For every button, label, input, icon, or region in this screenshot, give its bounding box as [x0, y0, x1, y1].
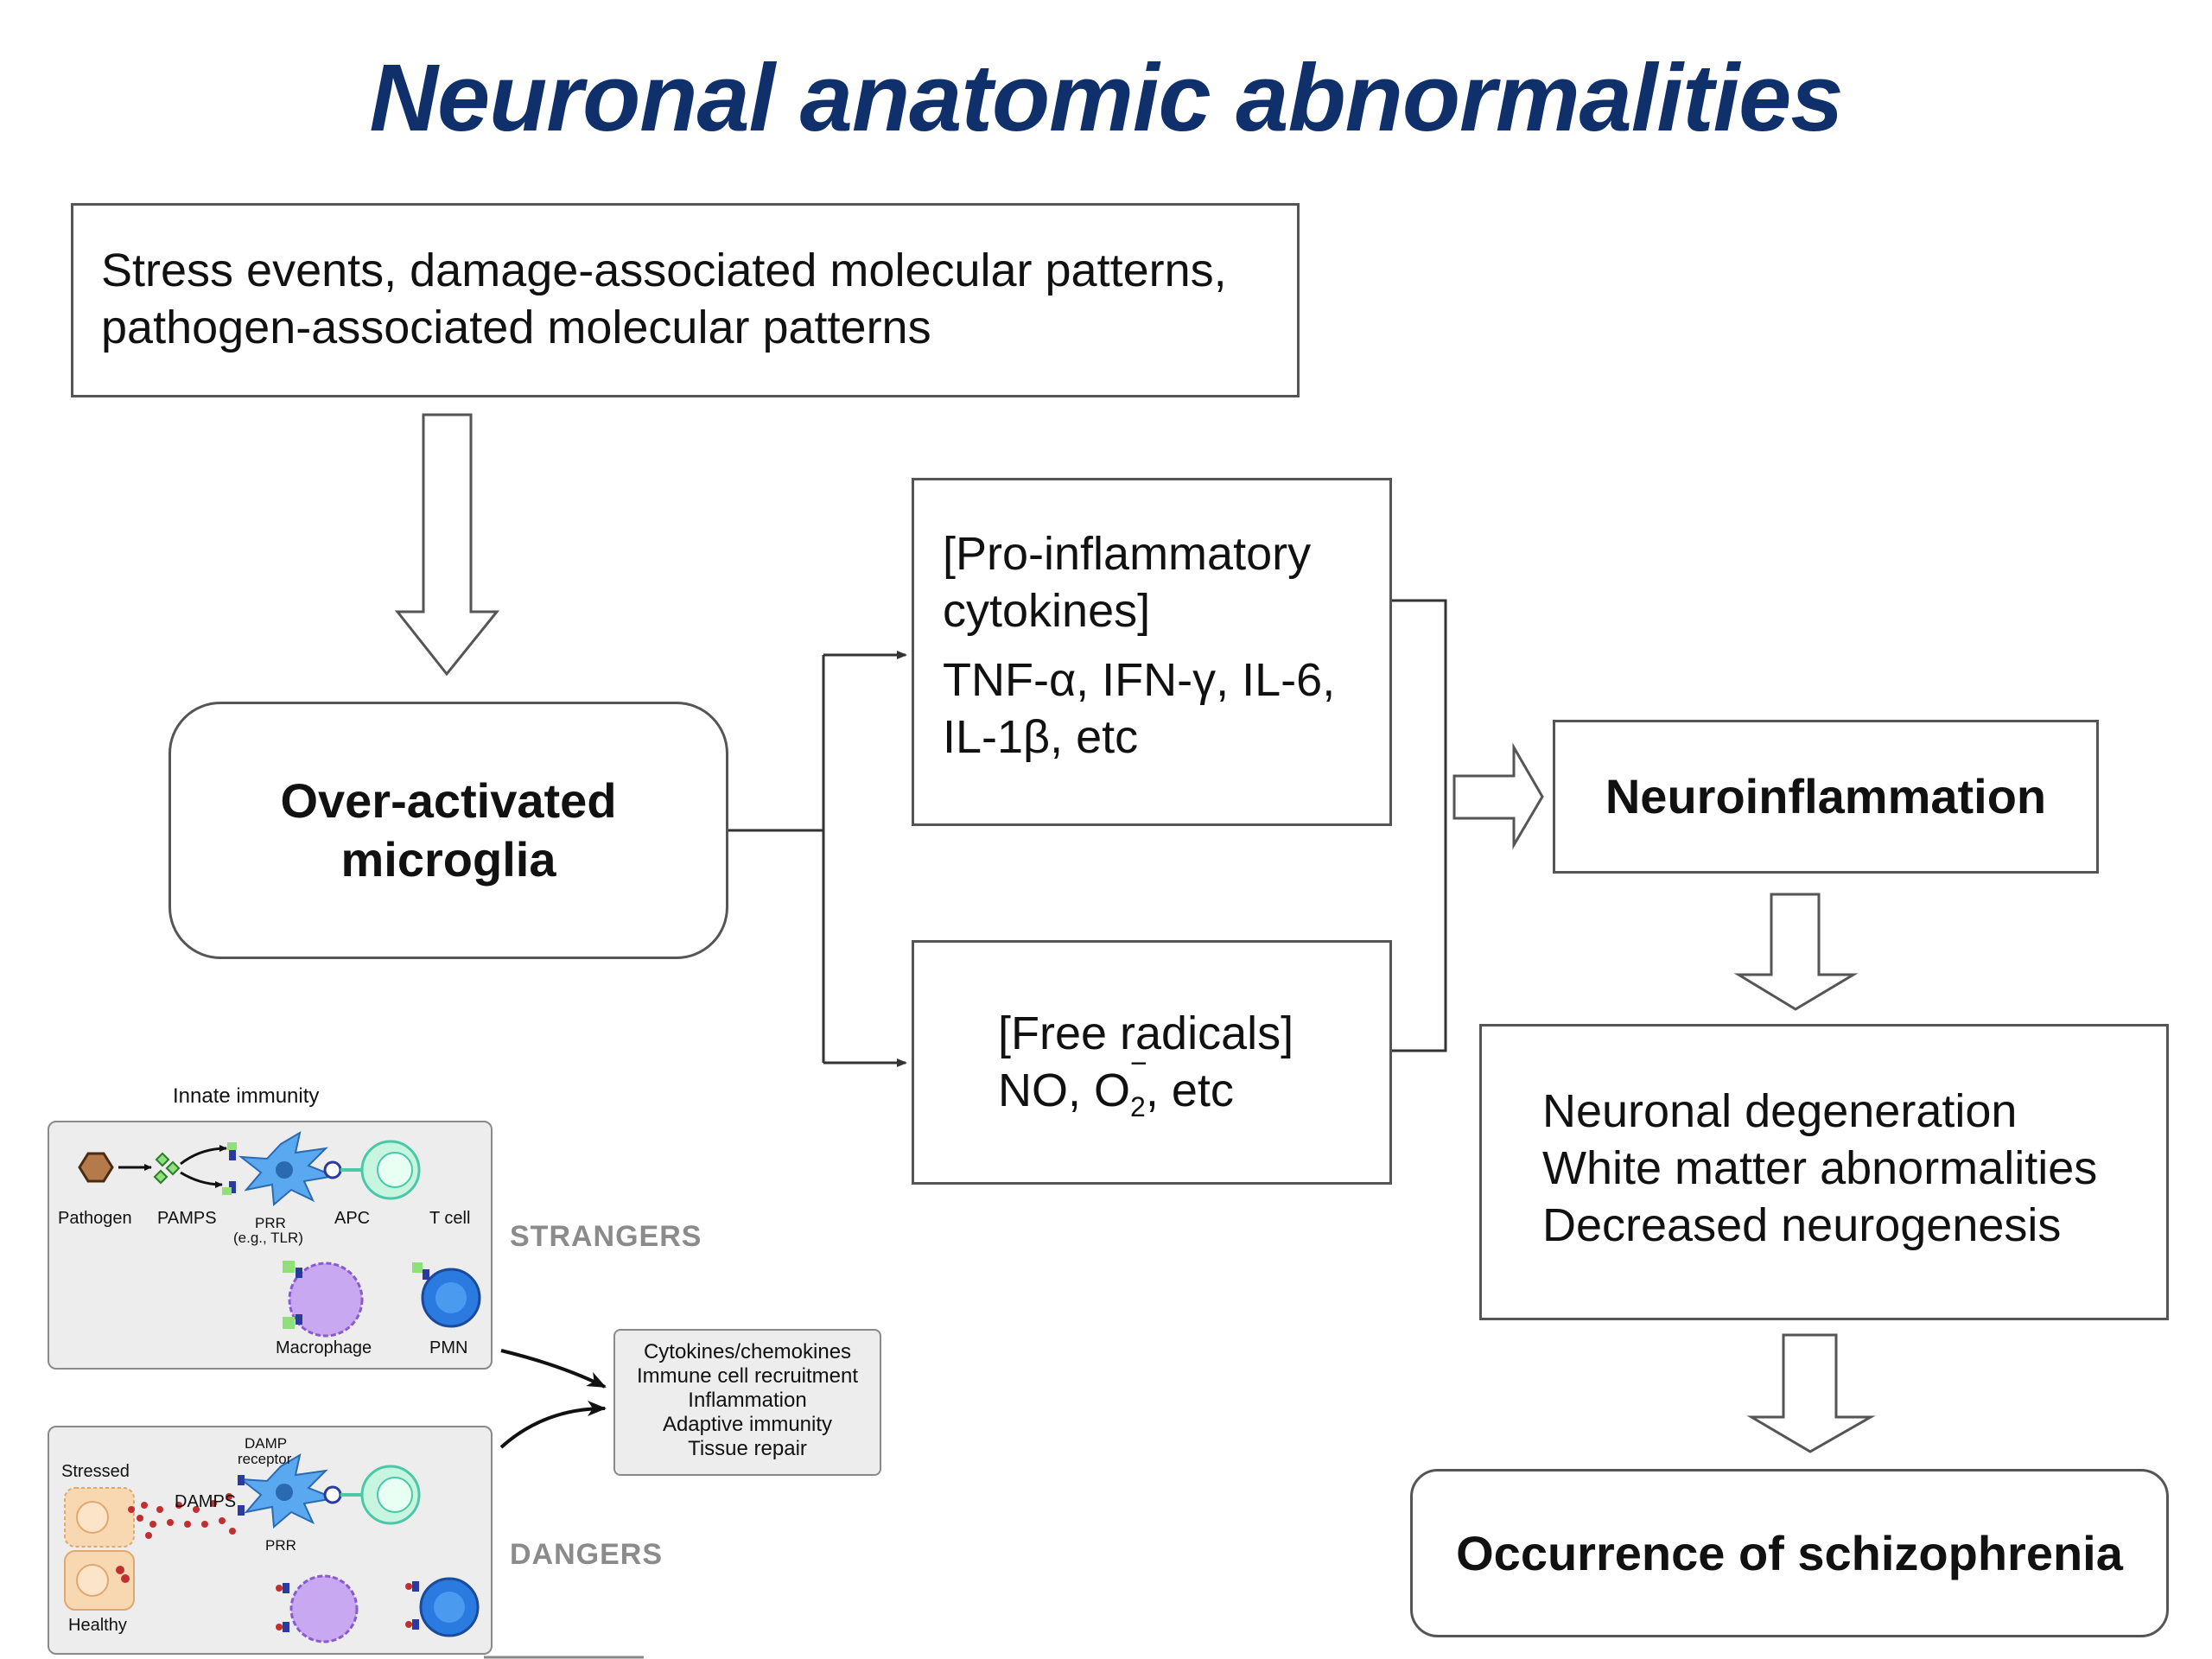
apc-icon: [238, 1130, 338, 1207]
radicals-subscript: 2: [1130, 1090, 1146, 1122]
strangers-panel: Pathogen PAMPS PRR (e.g., TLR) APC T cel…: [48, 1121, 493, 1370]
stressed-cell-icon: [64, 1487, 135, 1548]
radicals-line-2: NO, O− 2, etc: [998, 1047, 1389, 1135]
pamps-icon: [153, 1152, 181, 1185]
merge-connector: [1392, 599, 1447, 1052]
prr-label: PRR: [265, 1537, 296, 1554]
prr-icon: [229, 1148, 236, 1193]
arrow-stress-to-microglia: [394, 413, 500, 677]
macrophage-icon: [283, 1261, 364, 1338]
arrow-to-neuroinflammation: [1452, 742, 1544, 850]
dangers-label: DANGERS: [510, 1538, 664, 1571]
healthy-label: Healthy: [68, 1616, 127, 1635]
immune-outcomes-box: Cytokines/chemokines Immune cell recruit…: [613, 1329, 881, 1476]
branch-connector: [728, 651, 907, 1067]
immune-outcome-item: Tissue repair: [688, 1437, 807, 1460]
damps-label: DAMPS: [175, 1492, 237, 1511]
schizophrenia-label: Occurrence of schizophrenia: [1456, 1525, 2123, 1580]
radicals-line-1: [Free radicals]: [998, 1007, 1294, 1059]
stress-line-1: Stress events, damage-associated molecul…: [101, 245, 1227, 296]
t-cell-icon: [360, 1465, 421, 1525]
neuroinflammation-box: Neuroinflammation: [1553, 720, 2099, 874]
cytokines-line-3: TNF-α, IFN-γ, IL-6,: [943, 654, 1336, 706]
arrow-neuroinflammation-to-outcomes: [1733, 893, 1859, 1011]
immune-outcome-item: Immune cell recruitment: [636, 1364, 859, 1388]
macrophage-label: Macrophage: [276, 1338, 372, 1357]
pathogen-icon: [78, 1152, 114, 1183]
pathogen-label: Pathogen: [58, 1209, 132, 1228]
damps-icon: [128, 1493, 236, 1539]
apc-icon: [238, 1452, 338, 1529]
damp-receptor-label-2: receptor: [238, 1451, 292, 1467]
arrow-outcomes-to-schizophrenia: [1746, 1333, 1876, 1453]
strangers-label: STRANGERS: [510, 1220, 702, 1253]
inset-heading: Innate immunity: [173, 1084, 320, 1108]
outcomes-box: Neuronal degeneration White matter abnor…: [1479, 1024, 2169, 1320]
microglia-box: Over-activated microglia: [168, 702, 728, 959]
t-cell-icon: [360, 1140, 421, 1200]
damp-receptor-label-1: DAMP: [245, 1435, 288, 1452]
dangers-panel: Stressed Healthy DAMPS DAMP receptor PRR: [48, 1426, 493, 1655]
free-radicals-box: [Free radicals] NO, O− 2, etc: [912, 940, 1392, 1185]
microglia-line-1: Over-activated: [280, 773, 617, 828]
page-title: Neuronal anatomic abnormalities: [369, 45, 1844, 151]
dangers-illustration: [64, 1452, 480, 1643]
pmn-icon: [405, 1577, 480, 1637]
healthy-cell-icon: [64, 1550, 135, 1611]
cytokines-box: [Pro-inflammatory cytokines] TNF-α, IFN-…: [912, 478, 1392, 826]
strangers-illustration: [78, 1130, 481, 1338]
t-cell-label: T cell: [429, 1209, 471, 1228]
radicals-etc: , etc: [1145, 1065, 1234, 1116]
pmn-label: PMN: [429, 1338, 468, 1357]
cytokines-line-2: cytokines]: [943, 585, 1151, 637]
cytokines-line-1: [Pro-inflammatory: [943, 528, 1312, 580]
inset-arrow-bottom: [499, 1401, 607, 1449]
pamps-label: PAMPS: [157, 1209, 217, 1228]
prr-example-label: (e.g., TLR): [233, 1230, 303, 1246]
immune-outcome-item: Cytokines/chemokines: [643, 1340, 852, 1363]
stressed-label: Stressed: [61, 1462, 130, 1481]
radicals-charge: −: [1130, 1046, 1147, 1080]
immune-outcome-item: Inflammation: [688, 1389, 807, 1412]
outcome-item: Decreased neurogenesis: [1542, 1199, 2062, 1251]
stress-line-2: pathogen-associated molecular patterns: [101, 302, 931, 353]
outcome-item: Neuronal degeneration: [1542, 1085, 2018, 1137]
apc-label: APC: [334, 1209, 371, 1228]
outcome-item: White matter abnormalities: [1542, 1142, 2098, 1194]
cytokines-line-4: IL-1β, etc: [943, 711, 1139, 763]
neuroinflammation-label: Neuroinflammation: [1605, 769, 2047, 823]
stress-events-box: Stress events, damage-associated molecul…: [71, 203, 1300, 397]
prr-label: PRR: [255, 1215, 286, 1231]
radicals-no: NO, O: [998, 1065, 1131, 1116]
macrophage-icon: [276, 1574, 359, 1643]
immune-outcome-item: Adaptive immunity: [662, 1413, 833, 1436]
pmn-icon: [412, 1262, 481, 1328]
inset-arrow-top: [500, 1349, 607, 1389]
microglia-line-2: microglia: [340, 832, 556, 887]
schizophrenia-box: Occurrence of schizophrenia: [1410, 1469, 2169, 1637]
